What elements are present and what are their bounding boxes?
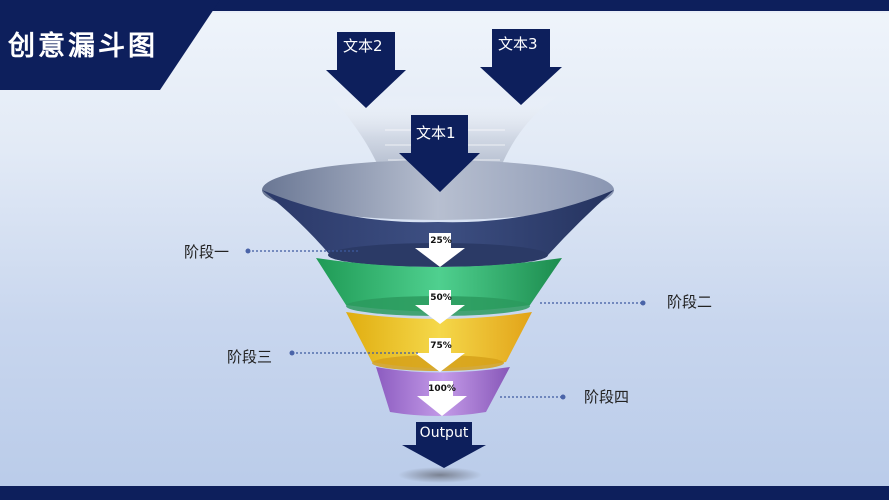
callout-dot-4 [560, 394, 566, 400]
stage-1-label: 阶段一 [184, 243, 230, 261]
output-shadow [398, 467, 482, 483]
stage-3-percent: 75% [430, 341, 452, 351]
title-banner-shape [0, 0, 220, 90]
arrow-text1 [399, 115, 480, 192]
bottom-bar [0, 486, 889, 500]
funnel-stage-2 [316, 258, 562, 312]
output-arrow [402, 422, 486, 468]
percent-arrow-3 [415, 338, 465, 372]
percent-arrow-4 [417, 381, 467, 416]
stage-4-percent: 100% [428, 384, 456, 394]
stage-3-label: 阶段三 [227, 348, 273, 366]
percent-arrow-1 [415, 233, 465, 267]
callout-dot-1 [245, 248, 251, 254]
input-label-text3: 文本3 [498, 35, 538, 53]
page-title: 创意漏斗图 [8, 31, 158, 62]
input-label-text1: 文本1 [416, 124, 456, 142]
stage-2-label: 阶段二 [667, 293, 713, 311]
arrow-text2 [326, 32, 406, 108]
output-label: Output [419, 425, 469, 441]
percent-arrow-2 [415, 290, 465, 324]
stage-4-label: 阶段四 [584, 388, 630, 406]
input-label-text2: 文本2 [343, 37, 383, 55]
funnel-stage-1 [262, 190, 614, 255]
callout-dot-3 [289, 350, 295, 356]
top-bar [0, 0, 889, 13]
title-banner: 创意漏斗图 [0, 0, 220, 90]
stage-2-percent: 50% [430, 293, 452, 303]
stage-1-percent: 25% [430, 236, 452, 246]
callout-dot-2 [640, 300, 646, 306]
arrow-text3 [480, 29, 562, 105]
